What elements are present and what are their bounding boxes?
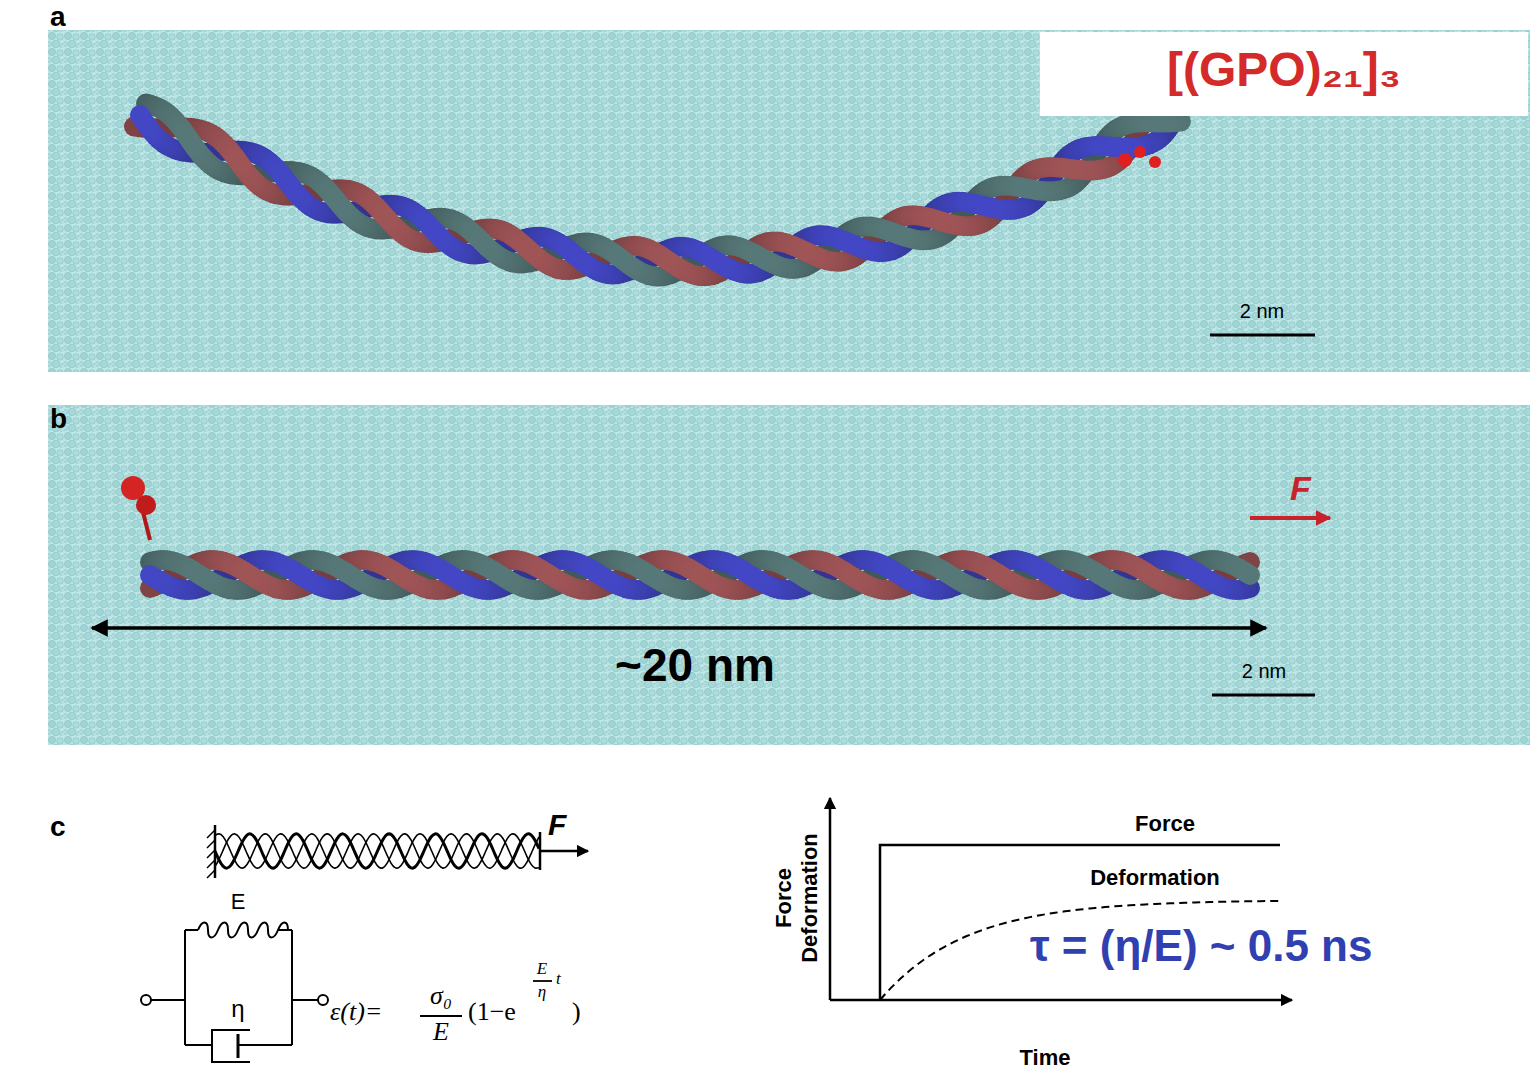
helix-schematic [207,825,588,878]
atom-sphere [991,566,1011,586]
atom-sphere [189,564,209,584]
atom-sphere [641,566,661,586]
atom-sphere [1089,565,1109,585]
kelvin-voigt-model [141,923,328,1063]
equation-term: E [537,960,547,979]
atom-sphere [340,565,360,585]
equation-term: η [538,983,546,1002]
anchor-pin [121,476,156,540]
scale-bar [1212,694,1315,697]
atom-sphere [425,221,445,241]
water-box [48,405,1530,745]
atom-sphere [841,565,861,585]
atom-sphere [1040,565,1060,585]
atom-sphere [179,129,199,149]
atom-sphere [230,154,250,174]
dashpot-label: η [231,996,244,1022]
atom-sphere [490,565,510,585]
atom-sphere [932,211,952,231]
equation-term: ε(t)= [330,998,382,1027]
atom-sphere [1138,564,1158,584]
axis-label: Force [772,868,796,928]
atom-sphere [614,251,634,271]
atom-sphere [568,247,588,267]
axis-label: Time [1020,1046,1071,1070]
atom-sphere [291,565,311,585]
atom-sphere [472,231,492,251]
atom-sphere [375,206,395,226]
atom-sphere [1063,159,1083,179]
atom-sphere [588,564,608,584]
spring-label: E [231,890,246,914]
atom-sphere [327,191,347,211]
atom-sphere [704,250,724,270]
curve-label: Force [1135,812,1195,836]
atom-sphere [888,224,908,244]
collagen-helix [140,550,1260,600]
dimension-label: ~20 nm [615,640,775,691]
equation-term: (1−e [468,998,516,1027]
water-box [48,30,1530,372]
atom-sphere [389,564,409,584]
panel-letter: c [50,812,66,843]
time-constant: τ = (η/E) ~ 0.5 ns [1030,922,1372,970]
atom-sphere [1191,566,1211,586]
equation-term: σ₀ [430,982,452,1011]
curve-label: Deformation [1090,866,1220,890]
atom-sphere [975,196,995,216]
collagen-helix [124,90,1191,287]
panel-letter: a [50,2,66,33]
atom-sphere [279,174,299,194]
atom-sphere [539,565,559,585]
equation-term: t [556,970,561,989]
force-label: F [1290,470,1311,507]
atom-sphere [797,242,817,262]
atom-sphere [518,239,538,259]
atom-sphere [752,248,772,268]
force-arrow [1250,516,1330,520]
axis-label: Deformation [798,833,822,963]
atom-sphere [739,564,759,584]
atom-sphere [1240,565,1260,585]
atom-sphere [130,105,150,125]
panel-letter: b [50,404,67,435]
helix-strand [215,834,539,868]
atom-sphere [890,565,910,585]
atom-sphere [792,566,812,586]
atom-sphere [242,566,262,586]
helix-strand [215,834,539,868]
title-label: [(GPO)₂₁]₃ [1167,44,1401,97]
helix-strand [215,834,539,868]
atom-sphere [1017,178,1037,198]
equation-term: ) [572,998,581,1027]
scale-label: 2 nm [1240,300,1284,322]
atom-sphere [841,234,861,254]
dimension-arrow [92,626,1266,630]
red-atoms [1118,146,1161,168]
scale-label: 2 nm [1242,660,1286,682]
title-box [1040,32,1528,116]
atom-sphere [441,566,461,586]
atom-sphere [140,565,160,585]
force-label: F [548,808,566,841]
atom-sphere [690,565,710,585]
atom-sphere [659,251,679,271]
atom-sphere [939,564,959,584]
equation-term: E [433,1018,449,1047]
scale-bar [1210,334,1315,337]
